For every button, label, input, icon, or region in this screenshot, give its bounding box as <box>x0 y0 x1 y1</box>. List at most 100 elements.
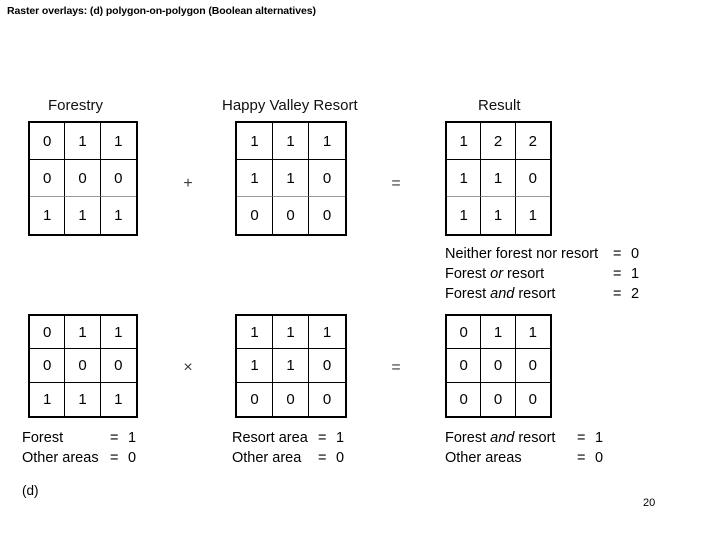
legend-row: Other areas = 0 <box>445 448 603 468</box>
raster-cell: 0 <box>237 382 273 416</box>
raster-cell: 1 <box>481 316 516 350</box>
legend-value: 0 <box>336 450 345 466</box>
raster-cell: 0 <box>30 349 66 383</box>
raster-cell: 1 <box>65 316 101 350</box>
legend-equals: = <box>613 246 622 262</box>
raster-cell: 1 <box>114 390 123 408</box>
heading-result: Result <box>478 97 521 114</box>
legend-equals: = <box>110 450 119 466</box>
legend-equals: = <box>613 266 622 282</box>
legend-label: Resort area <box>232 430 308 446</box>
operator-times: × <box>183 359 193 376</box>
legend-value: 0 <box>595 450 604 466</box>
raster-cell: 1 <box>237 123 273 160</box>
panel-letter: (d) <box>22 483 39 498</box>
legend-row: Forest=1 <box>22 428 136 448</box>
raster-cell: 1 <box>309 123 345 160</box>
raster-cell: 0 <box>528 390 537 408</box>
raster-cell: 1 <box>447 197 482 234</box>
raster-cell: 1 <box>237 160 273 197</box>
legend-equals: = <box>577 430 586 446</box>
legend-label: Neither forest nor resort <box>445 246 599 262</box>
raster-cell: 0 <box>65 349 101 383</box>
legend-row: Neither forest nor resort = 0 <box>445 244 639 264</box>
raster-cell: 1 <box>237 349 273 383</box>
legend-value: 0 <box>631 246 640 262</box>
legend-label: Other area <box>232 450 302 466</box>
legend-row: Resort area = 1 <box>232 428 344 448</box>
legend-label: Forest and resort <box>445 286 556 302</box>
raster-cell: 0 <box>481 349 516 383</box>
raster-cell: 0 <box>481 382 516 416</box>
raster-cell: 1 <box>309 316 345 350</box>
heading-happy-valley-resort: Happy Valley Resort <box>222 97 358 114</box>
raster-cell: 0 <box>515 160 550 197</box>
raster-cell: 1 <box>273 123 309 160</box>
legend-row: Forest and resort=2 <box>445 284 639 304</box>
legend-equals: = <box>318 430 327 446</box>
raster-cell: 1 <box>237 316 273 350</box>
heading-forestry: Forestry <box>48 97 104 114</box>
legend-row: Other areas=0 <box>22 448 136 468</box>
raster-cell: 1 <box>481 160 516 197</box>
raster-cell: 1 <box>273 160 309 197</box>
raster-cell: 1 <box>273 316 309 350</box>
raster-cell: 2 <box>481 123 516 160</box>
legend-label: Other areas <box>22 450 99 466</box>
raster-cell: 0 <box>309 160 345 197</box>
legend-label: Forest and resort <box>445 430 556 446</box>
raster-cell: 0 <box>65 160 101 197</box>
raster-cell: 1 <box>30 197 66 234</box>
raster-cell: 0 <box>322 207 332 224</box>
slide-title: Raster overlays: (d) polygon-on-polygon … <box>7 5 316 17</box>
raster-cell: 1 <box>447 123 482 160</box>
raster-cell: 1 <box>65 382 101 416</box>
legend-value: 1 <box>595 430 604 446</box>
legend-equals: = <box>577 450 586 466</box>
legend-value: 1 <box>336 430 345 446</box>
raster-cell: 1 <box>30 382 66 416</box>
raster-cell: 1 <box>447 160 482 197</box>
raster-cell: 0 <box>100 349 136 383</box>
legend-row: Forest or resort = 1 <box>445 264 639 284</box>
raster-cell: 0 <box>273 197 309 234</box>
operator-equals-bottom: = <box>391 359 401 376</box>
raster-cell: 1 <box>65 197 101 234</box>
operator-plus: + <box>183 175 193 192</box>
legend-label: Other areas <box>445 450 522 466</box>
legend-value: 1 <box>631 266 640 282</box>
legend-row: Forest and resort = 1 <box>445 428 603 448</box>
legend-equals: = <box>318 450 327 466</box>
legend-row: Other area = 0 <box>232 448 344 468</box>
legend-label: Forest or resort <box>445 266 545 282</box>
raster-cell: 0 <box>322 390 332 408</box>
page-number: 20 <box>643 497 656 509</box>
operator-equals-top: = <box>391 175 401 192</box>
raster-cell: 1 <box>100 316 136 350</box>
raster-cell: 1 <box>273 349 309 383</box>
raster-cell: 1 <box>114 207 123 224</box>
raster-cell: 0 <box>309 349 345 383</box>
raster-cell: 0 <box>273 382 309 416</box>
raster-cell: 0 <box>447 349 482 383</box>
raster-cell: 0 <box>447 316 482 350</box>
raster-cell: 0 <box>100 160 136 197</box>
raster-cell: 1 <box>515 316 550 350</box>
legend-value: 1 <box>128 430 137 446</box>
legend-equals: = <box>613 286 622 302</box>
raster-cell: 0 <box>447 382 482 416</box>
legend-equals: = <box>110 430 119 446</box>
raster-cell: 1 <box>65 123 101 160</box>
raster-cell: 0 <box>30 160 66 197</box>
raster-cell: 0 <box>237 197 273 234</box>
raster-cell: 1 <box>481 197 516 234</box>
raster-cell: 0 <box>30 316 66 350</box>
